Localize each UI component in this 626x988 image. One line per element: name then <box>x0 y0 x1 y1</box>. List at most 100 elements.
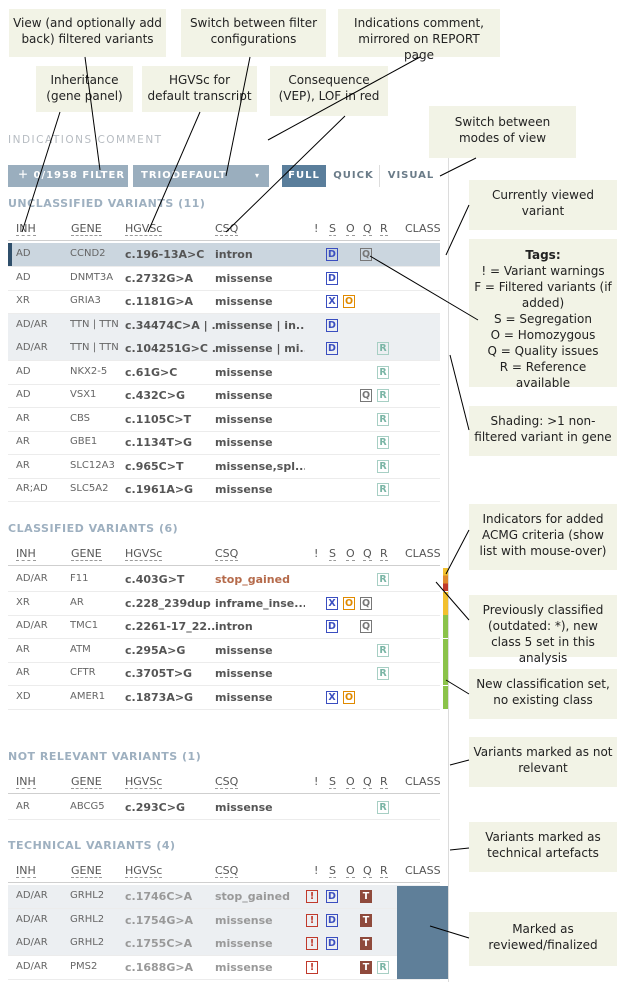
annotation-reviewed: Marked as reviewed/finalized <box>469 912 617 966</box>
column-header-gene[interactable]: GENE <box>71 864 102 878</box>
column-header-warn[interactable]: ! <box>314 222 319 235</box>
column-header-q[interactable]: Q <box>363 222 372 236</box>
gene-cell: TTN | TTN <box>70 342 119 353</box>
gene-cell: TMC1 <box>70 620 99 631</box>
column-header-inh[interactable]: INH <box>16 547 36 561</box>
tag-t: T <box>360 913 372 927</box>
column-header-hgvs[interactable]: HGVSc <box>125 775 163 789</box>
gene-cell: SLC5A2 <box>70 483 109 494</box>
column-header-csq[interactable]: CSQ <box>215 775 239 789</box>
column-header-class[interactable]: CLASS <box>405 222 441 235</box>
column-header-o[interactable]: O <box>346 864 355 878</box>
inheritance-cell: AR <box>16 801 30 812</box>
column-header-hgvs[interactable]: HGVSc <box>125 864 163 878</box>
column-header-o[interactable]: O <box>346 775 355 789</box>
column-header-gene[interactable]: GENE <box>71 775 102 789</box>
mode-full-button[interactable]: FULL <box>282 165 326 187</box>
column-header-warn[interactable]: ! <box>314 864 319 877</box>
tag-o: O <box>343 295 355 308</box>
column-header-gene[interactable]: GENE <box>71 222 102 236</box>
column-header-csq[interactable]: CSQ <box>215 547 239 561</box>
column-header-r[interactable]: R <box>380 775 388 789</box>
gene-cell: ABCG5 <box>70 801 105 812</box>
column-header-csq[interactable]: CSQ <box>215 864 239 878</box>
hgvsc-cell: c.228_239dup <box>125 596 211 610</box>
tag-r: R <box>377 412 389 426</box>
column-header-q[interactable]: Q <box>363 547 372 561</box>
hgvsc-cell: c.293C>G <box>125 801 185 814</box>
column-header-warn[interactable]: ! <box>314 775 319 788</box>
column-header-o[interactable]: O <box>346 547 355 561</box>
column-header-o[interactable]: O <box>346 222 355 236</box>
filter-config-select[interactable]: TRIODEFAULT▾ <box>133 165 269 187</box>
acmg-indicator[interactable] <box>443 568 448 591</box>
acmg-indicator[interactable] <box>443 662 448 685</box>
column-header-r[interactable]: R <box>380 864 388 878</box>
mode-visual-button[interactable]: VISUAL <box>387 170 435 181</box>
acmg-indicator[interactable] <box>443 638 448 662</box>
tag-r: R <box>377 643 389 657</box>
gene-cell: DNMT3A <box>70 271 114 283</box>
column-header-warn[interactable]: ! <box>314 547 319 560</box>
column-header-q[interactable]: Q <box>363 775 372 789</box>
tag-o: O <box>343 596 355 610</box>
column-header-r[interactable]: R <box>380 222 388 236</box>
column-header-hgvs[interactable]: HGVSc <box>125 222 163 236</box>
column-header-s[interactable]: S <box>329 547 336 561</box>
gene-cell: SLC12A3 <box>70 459 115 471</box>
tag-r: R <box>377 365 389 379</box>
column-header-inh[interactable]: INH <box>16 775 36 789</box>
consequence-cell: missense,spl... <box>215 459 305 473</box>
chevron-down-icon: ▾ <box>254 171 260 180</box>
acmg-indicator[interactable] <box>443 685 448 709</box>
column-header-q[interactable]: Q <box>363 864 372 878</box>
column-header-inh[interactable]: INH <box>16 864 36 878</box>
tag-s: D <box>326 913 338 927</box>
column-header-r[interactable]: R <box>380 547 388 561</box>
annotation-view-filtered: View (and optionally add back) filtered … <box>9 9 166 57</box>
indications-comment-label[interactable]: INDICATIONS COMMENT <box>8 134 163 146</box>
column-header-s[interactable]: S <box>329 864 336 878</box>
column-header-class[interactable]: CLASS <box>405 547 441 560</box>
column-header-gene[interactable]: GENE <box>71 547 102 561</box>
hgvsc-cell: c.1754G>A <box>125 913 194 927</box>
annotation-acmg: Indicators for added ACMG criteria (show… <box>469 504 617 570</box>
mode-quick-button[interactable]: QUICK <box>328 165 380 187</box>
tag-r: R <box>377 667 389 680</box>
consequence-cell: missense | mi... <box>215 342 305 355</box>
tag-r: R <box>377 459 389 473</box>
column-header-inh[interactable]: INH <box>16 222 36 236</box>
column-header-s[interactable]: S <box>329 775 336 789</box>
annotation-hgvsc: HGVSc for default transcript <box>142 66 257 112</box>
column-header-s[interactable]: S <box>329 222 336 236</box>
acmg-indicator[interactable] <box>443 615 448 638</box>
tag-r: R <box>377 483 389 496</box>
column-header-class[interactable]: CLASS <box>405 864 441 877</box>
tag-r: R <box>377 801 389 814</box>
hgvsc-cell: c.1105C>T <box>125 412 192 426</box>
column-header-hgvs[interactable]: HGVSc <box>125 547 163 561</box>
column-header-class[interactable]: CLASS <box>405 775 441 788</box>
acmg-indicator[interactable] <box>443 591 448 615</box>
